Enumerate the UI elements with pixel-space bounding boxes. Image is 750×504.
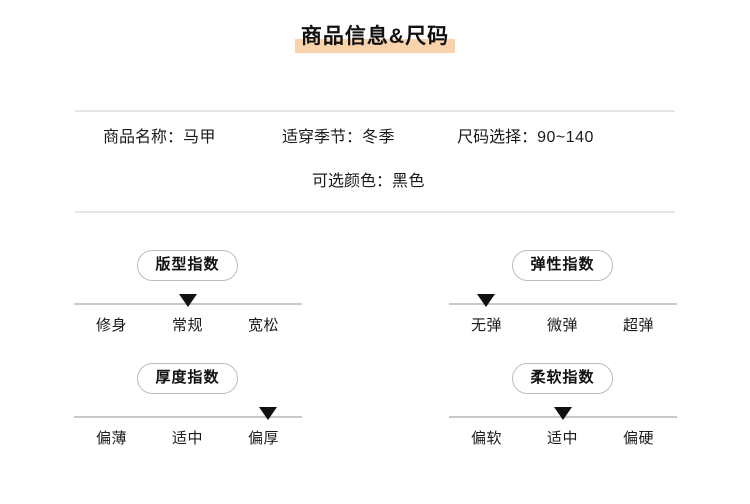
- index-card-thickness: 厚度指数 偏薄 适中 偏厚: [0, 353, 375, 448]
- product-info-row-primary: 商品名称：马甲 适穿季节：冬季 尺码选择：90~140: [0, 124, 750, 152]
- page-title-text: 商品信息&尺码: [300, 25, 450, 48]
- index-option-softness-0: 偏软: [470, 430, 502, 447]
- index-card-elasticity: 弹性指数 无弹 微弹 超弹: [375, 240, 750, 335]
- color-cell: 可选颜色：黑色: [312, 168, 425, 196]
- index-option-elasticity-2: 超弹: [622, 317, 654, 334]
- index-title-elasticity: 弹性指数: [512, 250, 613, 281]
- index-option-elasticity-0: 无弹: [470, 317, 502, 334]
- index-option-softness-2: 偏硬: [622, 430, 654, 447]
- index-option-fit-1: 常规: [171, 317, 203, 334]
- index-scale-labels-softness: 偏软 适中 偏硬: [449, 427, 677, 448]
- index-scale-elasticity[interactable]: 无弹 微弹 超弹: [448, 294, 677, 335]
- index-option-fit-2: 宽松: [247, 317, 279, 334]
- product-name-label: 商品名称：: [103, 129, 184, 146]
- season-value: 冬季: [362, 129, 396, 146]
- index-grid: 版型指数 修身 常规 宽松 弹性指数 无弹 微弹: [0, 240, 750, 448]
- index-title-fit: 版型指数: [137, 250, 238, 281]
- index-scale-line-thickness: [73, 416, 302, 418]
- index-option-softness-1: 适中: [546, 430, 578, 447]
- size-value: 90~140: [537, 129, 594, 146]
- index-scale-thickness[interactable]: 偏薄 适中 偏厚: [73, 407, 302, 448]
- index-option-thickness-2: 偏厚: [247, 430, 279, 447]
- product-info-row-secondary: 可选颜色：黑色: [0, 168, 750, 196]
- index-card-softness: 柔软指数 偏软 适中 偏硬: [375, 353, 750, 448]
- page-title-container: 商品信息&尺码: [0, 0, 750, 53]
- index-title-wrap-fit: 版型指数: [0, 250, 375, 281]
- index-title-wrap-elasticity: 弹性指数: [375, 250, 750, 281]
- index-title-wrap-softness: 柔软指数: [375, 363, 750, 394]
- page-title: 商品信息&尺码: [294, 22, 456, 53]
- index-marker-softness: [553, 407, 572, 420]
- size-label: 尺码选择：: [457, 129, 538, 146]
- index-marker-fit: [178, 294, 197, 307]
- index-marker-thickness: [259, 407, 278, 420]
- size-cell: 尺码选择：90~140: [457, 124, 594, 152]
- index-scale-labels-thickness: 偏薄 适中 偏厚: [74, 427, 302, 448]
- index-title-wrap-thickness: 厚度指数: [0, 363, 375, 394]
- index-scale-labels-elasticity: 无弹 微弹 超弹: [449, 314, 677, 335]
- index-scale-line-elasticity: [448, 303, 677, 305]
- index-scale-fit[interactable]: 修身 常规 宽松: [73, 294, 302, 335]
- product-name-cell: 商品名称：马甲: [103, 124, 216, 152]
- index-scale-labels-fit: 修身 常规 宽松: [74, 314, 302, 335]
- divider-top: [75, 110, 675, 112]
- season-cell: 适穿季节：冬季: [282, 124, 395, 152]
- index-option-elasticity-1: 微弹: [546, 317, 578, 334]
- product-info-block: 商品名称：马甲 适穿季节：冬季 尺码选择：90~140 可选颜色：黑色: [0, 124, 750, 196]
- color-label: 可选颜色：: [312, 173, 393, 190]
- index-row-1: 版型指数 修身 常规 宽松 弹性指数 无弹 微弹: [0, 240, 750, 335]
- divider-bottom: [75, 211, 675, 213]
- index-option-fit-0: 修身: [95, 317, 127, 334]
- index-title-softness: 柔软指数: [512, 363, 613, 394]
- index-row-2: 厚度指数 偏薄 适中 偏厚 柔软指数 偏软 适中: [0, 353, 750, 448]
- season-label: 适穿季节：: [282, 129, 363, 146]
- index-marker-elasticity: [477, 294, 496, 307]
- product-name-value: 马甲: [183, 129, 217, 146]
- title-highlight-band: [294, 39, 456, 53]
- index-title-thickness: 厚度指数: [137, 363, 238, 394]
- index-option-thickness-1: 适中: [171, 430, 203, 447]
- index-option-thickness-0: 偏薄: [95, 430, 127, 447]
- index-scale-softness[interactable]: 偏软 适中 偏硬: [448, 407, 677, 448]
- index-card-fit: 版型指数 修身 常规 宽松: [0, 240, 375, 335]
- color-value: 黑色: [392, 173, 426, 190]
